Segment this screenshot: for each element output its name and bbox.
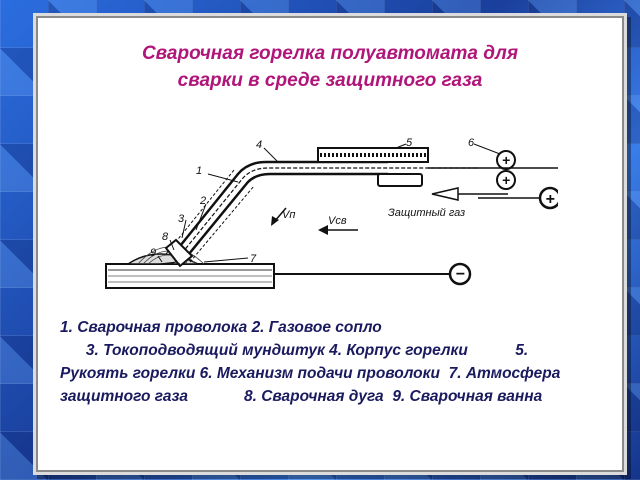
slide-title-line-2: сварки в среде защитного газа: [177, 70, 483, 91]
power-plus-terminal: +: [478, 186, 558, 210]
callout-7: 7: [250, 253, 257, 265]
callout-2: 2: [199, 195, 206, 207]
legend-item-8: 8. Сварочная дуга: [243, 388, 384, 405]
callout-8: 8: [162, 231, 169, 243]
torch-diagram: + + Защитный газ + − Vп: [105, 137, 558, 289]
slide-title-line-1: Сварочная горелка полуавтомата для: [141, 43, 519, 64]
slide: Сварочная горелка полуавтомата для сварк…: [36, 16, 624, 472]
wire-feed-rollers: + +: [428, 150, 558, 190]
callout-3: 3: [178, 213, 185, 225]
minus-sign: −: [455, 266, 464, 283]
callout-4: 4: [256, 139, 262, 151]
legend: 1. Сварочная проволока 2. Газовое сопло …: [60, 316, 580, 408]
legend-item-6: 6. Механизм подачи проволоки: [199, 365, 440, 382]
wire-velocity-arrow: Vп: [271, 207, 295, 226]
legend-item-7: 7. Атмосфера защитного газа: [60, 365, 565, 405]
gas-line: Защитный газ: [388, 187, 508, 219]
legend-item-9: 9. Сварочная ванна: [392, 388, 543, 405]
torch-body: [165, 160, 478, 263]
weld-velocity-label: Vсв: [328, 215, 347, 227]
roller-plus-2: +: [502, 172, 510, 188]
wire-velocity-label: Vп: [282, 209, 295, 221]
gas-label: Защитный газ: [388, 207, 465, 219]
callouts: [157, 143, 501, 263]
weld-velocity-arrow: Vсв: [318, 215, 358, 235]
plus-sign: +: [545, 191, 554, 208]
callout-5: 5: [406, 137, 413, 149]
callout-9: 9: [150, 247, 156, 259]
legend-item-2: 2. Газовое сопло: [251, 319, 382, 336]
welding-arc: [157, 261, 181, 265]
callout-6: 6: [468, 137, 475, 149]
legend-item-1: 1. Сварочная проволока: [60, 319, 248, 336]
legend-item-3: 3. Токоподводящий мундштук: [85, 342, 325, 359]
legend-item-5: 5. Рукоять горелки: [60, 342, 533, 382]
roller-plus-1: +: [502, 152, 510, 168]
slide-title: Сварочная горелка полуавтомата для сварк…: [38, 40, 622, 94]
workpiece: [105, 263, 275, 289]
legend-item-4: 4. Корпус горелки: [329, 342, 468, 359]
power-minus-terminal: −: [274, 262, 472, 286]
torch-handle: [317, 147, 429, 187]
callout-1: 1: [196, 165, 202, 177]
